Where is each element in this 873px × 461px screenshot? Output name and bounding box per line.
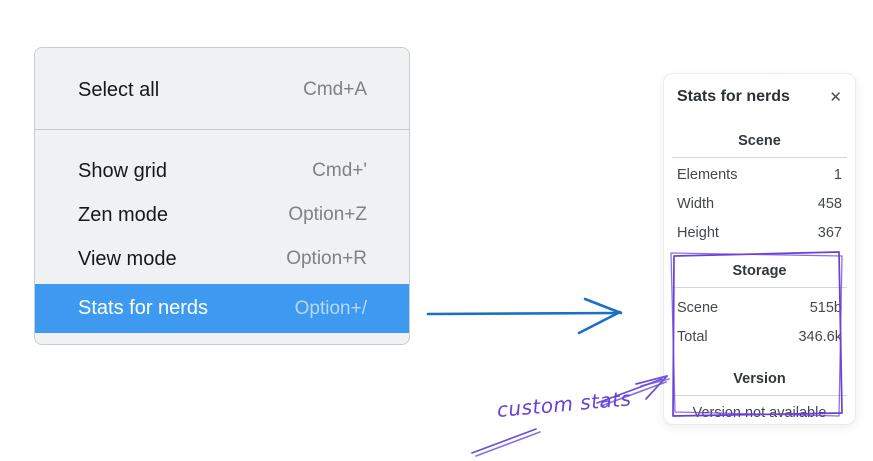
panel-title: Stats for nerds <box>677 88 790 105</box>
stat-label: Elements <box>677 166 738 183</box>
menu-item-stats-for-nerds[interactable]: Stats for nerds Option+/ <box>35 284 409 333</box>
panel-titlebar: Stats for nerds ✕ <box>677 88 842 106</box>
menu-item-view-mode[interactable]: View mode Option+R <box>35 237 409 281</box>
divider <box>672 395 847 396</box>
menu-item-label: Select all <box>78 78 160 101</box>
close-icon[interactable]: ✕ <box>829 88 842 106</box>
divider <box>672 287 847 288</box>
menu-item-label: Show grid <box>78 159 167 182</box>
menu-to-panel-arrow <box>426 297 623 335</box>
menu-item-select-all[interactable]: Select all Cmd+A <box>35 68 409 112</box>
menu-item-label: View mode <box>78 247 177 270</box>
context-menu: Select all Cmd+A Show grid Cmd+' Zen mod… <box>34 47 410 345</box>
stat-row-elements: Elements 1 <box>677 160 842 189</box>
menu-item-show-grid[interactable]: Show grid Cmd+' <box>35 149 409 193</box>
stat-value: 458 <box>817 195 842 212</box>
divider <box>672 157 847 158</box>
menu-item-zen-mode[interactable]: Zen mode Option+Z <box>35 193 409 237</box>
menu-item-shortcut: Option+Z <box>288 204 367 225</box>
version-section-heading: Version <box>733 371 786 387</box>
stat-label: Width <box>677 195 715 212</box>
stat-row-width: Width 458 <box>677 189 842 218</box>
custom-stats-annotation-text: custom stats <box>495 386 633 422</box>
menu-item-shortcut: Option+/ <box>294 297 367 319</box>
menu-item-shortcut: Cmd+' <box>312 160 367 181</box>
scene-section-heading: Scene <box>738 133 781 149</box>
storage-section-heading: Storage <box>732 263 787 279</box>
menu-item-shortcut: Cmd+A <box>303 79 367 100</box>
menu-item-label: Stats for nerds <box>78 297 209 319</box>
stat-value: 346.6k <box>798 328 842 345</box>
stat-value: 367 <box>817 224 842 241</box>
stat-row-height: Height 367 <box>677 218 842 247</box>
stat-label: Height <box>677 224 719 241</box>
version-note: Version not available <box>692 405 827 421</box>
stat-row-total-size: Total 346.6k <box>677 322 842 351</box>
stat-value: 1 <box>833 166 842 183</box>
stat-label: Total <box>677 328 708 345</box>
stat-label: Scene <box>677 299 719 316</box>
stats-for-nerds-panel: Stats for nerds ✕ Scene Elements 1 Width… <box>663 73 856 425</box>
storage-rows: Scene 515b Total 346.6k <box>677 293 842 351</box>
menu-item-shortcut: Option+R <box>286 248 367 269</box>
stat-row-scene-size: Scene 515b <box>677 293 842 322</box>
menu-separator <box>35 129 409 130</box>
scene-rows: Elements 1 Width 458 Height 367 <box>677 160 842 247</box>
menu-item-label: Zen mode <box>78 203 169 226</box>
menu-group-top: Select all Cmd+A <box>35 48 409 129</box>
menu-group-bottom: Show grid Cmd+' Zen mode Option+Z View m… <box>35 130 409 344</box>
stat-value: 515b <box>809 299 842 316</box>
